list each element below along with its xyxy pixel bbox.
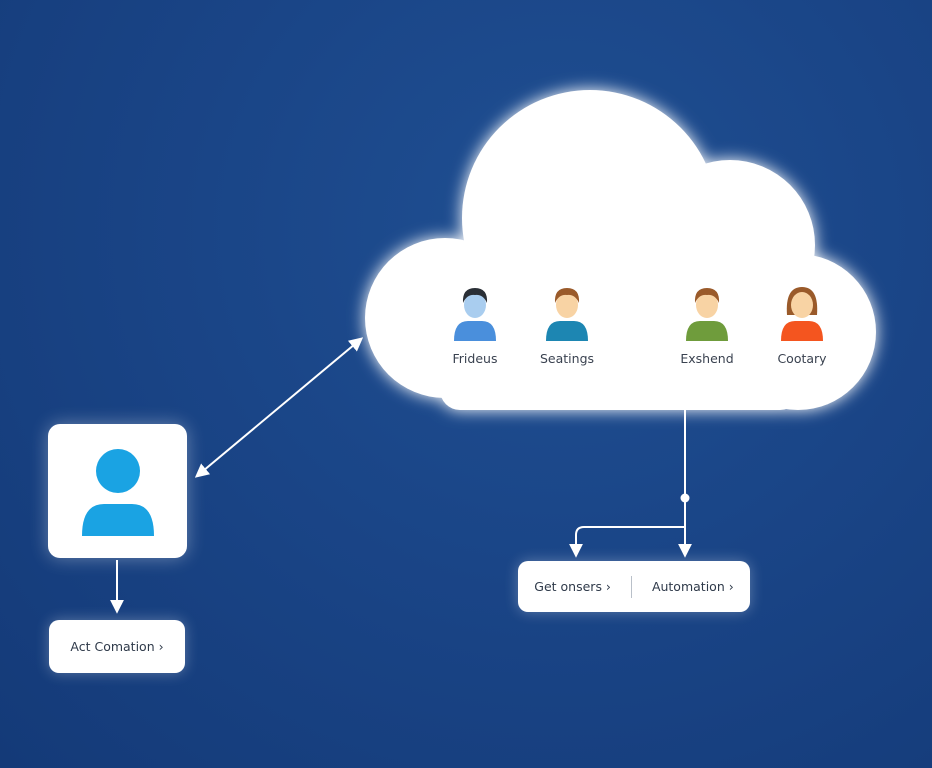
branch-arrow [569, 526, 685, 558]
user-icon [82, 449, 154, 536]
member-label: Cootary [777, 351, 827, 366]
get-onsers-button[interactable]: Get onsers › [534, 579, 611, 594]
user-card[interactable] [48, 424, 187, 558]
divider [630, 575, 632, 598]
person-avatar-icon [546, 288, 588, 341]
cloud-shape [365, 90, 876, 410]
person-avatar-icon [686, 288, 728, 341]
member-label: Frideus [452, 351, 498, 366]
automation-button[interactable]: Automation › [651, 579, 734, 594]
action-button-group: Get onsers › Automation › [518, 561, 750, 612]
member-label: Exshend [680, 351, 734, 366]
cloud-member[interactable]: Frideus [430, 285, 520, 366]
cloud-member[interactable]: Seatings [522, 285, 612, 366]
person-avatar-icon [781, 287, 823, 341]
bidirectional-arrow [194, 337, 364, 478]
act-comation-label: Act Comation › [70, 639, 164, 654]
person-avatar-icon [454, 288, 496, 341]
act-comation-button[interactable]: Act Comation › [49, 620, 185, 673]
cloud-member[interactable]: Exshend [662, 285, 752, 366]
member-label: Seatings [539, 351, 595, 366]
junction-dot [680, 493, 690, 503]
cloud-member[interactable]: Cootary [757, 285, 847, 366]
